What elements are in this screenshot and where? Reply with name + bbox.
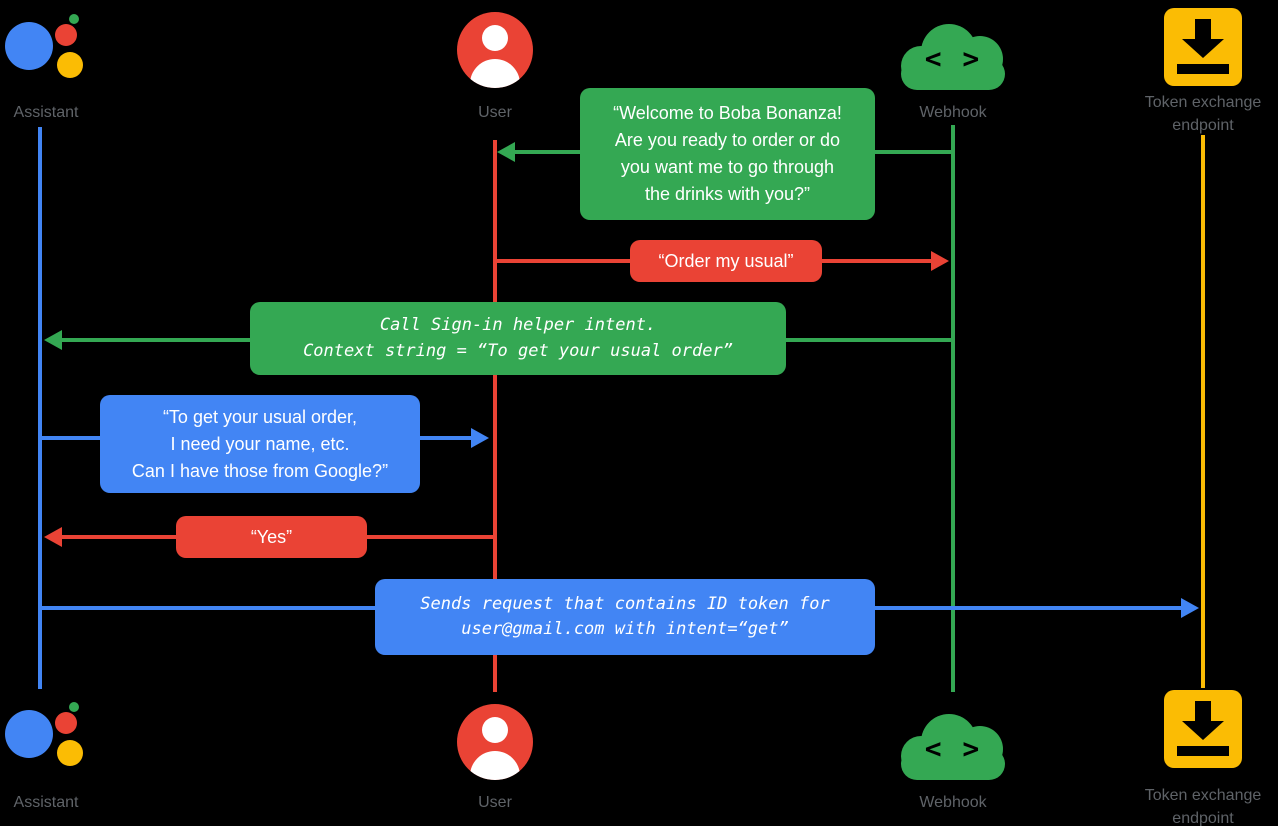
assistant-red-dot [55,24,77,46]
download-arrow-head [1182,39,1224,58]
webhook-icon: < > [897,710,1009,784]
arrowhead-left-icon [497,142,515,162]
message-bubble-need-your-name: “To get your usual order, I need your na… [100,395,420,493]
assistant-label-top: Assistant [13,104,79,121]
code-brackets-icon: < > [924,732,982,765]
user-icon [457,12,533,88]
user-label-top: User [478,104,512,121]
user-label-bottom: User [478,794,512,811]
webhook-lifeline [951,125,955,692]
code-brackets-icon: < > [924,42,982,75]
user-lifeline [493,140,497,692]
arrowhead-right-icon [931,251,949,271]
webhook-icon: < > [897,20,1009,94]
webhook-label-top: Webhook [919,104,987,121]
token-exchange-icon [1164,690,1242,768]
message-bubble-order-my-usual: “Order my usual” [630,240,822,282]
download-tray [1177,64,1229,74]
message-bubble-signin-helper-intent: Call Sign-in helper intent. Context stri… [250,302,786,375]
assistant-blue-dot [5,22,53,70]
arrowhead-right-icon [471,428,489,448]
token-exchange-icon [1164,8,1242,86]
assistant-label-bottom: Assistant [13,794,79,811]
token-lifeline [1201,135,1205,688]
download-arrow-shaft [1195,19,1211,39]
assistant-yellow-dot [57,52,83,78]
webhook-label-bottom: Webhook [919,794,987,811]
user-shoulders-shape [470,59,520,88]
assistant-green-dot [69,14,79,24]
message-bubble-welcome: “Welcome to Boba Bonanza! Are you ready … [580,88,875,220]
token-label-bottom: Token exchange endpoint [1144,787,1262,826]
assistant-lifeline [38,127,42,689]
message-bubble-yes: “Yes” [176,516,367,558]
message-bubble-id-token-request: Sends request that contains ID token for… [375,579,875,655]
assistant-icon [5,696,85,776]
assistant-icon [5,8,85,88]
user-head-shape [482,25,508,51]
arrowhead-left-icon [44,527,62,547]
arrowhead-right-icon [1181,598,1199,618]
token-label-top: Token exchange endpoint [1144,94,1262,135]
user-icon [457,704,533,780]
arrowhead-left-icon [44,330,62,350]
